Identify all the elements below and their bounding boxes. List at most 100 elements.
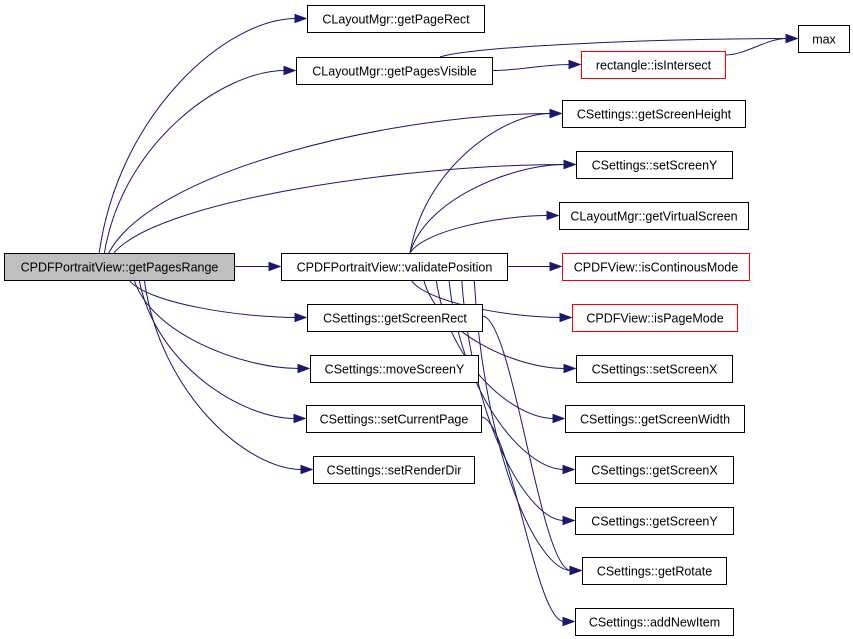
node-label: CSettings::setScreenY [592,159,718,173]
call-nodes: CPDFPortraitView::getPagesRange CLayoutMg… [4,5,850,636]
node-label: CSettings::getScreenRect [323,312,467,326]
call-edge-root-to-getScreenHeight [108,113,552,254]
call-edges [98,13,799,627]
node-label: CSettings::getScreenWidth [580,413,730,427]
arrowhead-icon [559,312,573,323]
node-getScreenX[interactable]: CSettings::getScreenX [575,456,734,484]
call-edge-getScreenRect-to-getRotate [481,315,572,571]
call-edge-root-to-getPageRect [98,18,297,254]
call-edge-isIntersect-to-max [724,38,788,56]
node-label: CPDFView::isPageMode [586,312,723,326]
node-box [798,25,850,53]
node-box [313,456,475,484]
call-edge-root-to-setScreenY [113,164,566,254]
arrowhead-icon [549,261,563,272]
node-getScreenRect[interactable]: CSettings::getScreenRect [307,304,483,332]
node-getVirtualScreen[interactable]: CLayoutMgr::getVirtualScreen [559,202,749,230]
node-box [575,507,734,535]
node-root: CPDFPortraitView::getPagesRange [4,253,235,281]
arrowhead-icon [552,413,566,424]
node-addNewItem[interactable]: CSettings::addNewItem [575,608,734,636]
arrowhead-icon [562,616,576,627]
call-edge-validatePosition-to-getVirtualScreen [409,215,549,254]
call-edge-root-to-getPagesVisible [103,70,286,254]
node-box [296,57,493,85]
node-getPagesVisible[interactable]: CLayoutMgr::getPagesVisible [296,57,493,85]
arrowhead-icon [562,464,576,475]
node-label: CPDFView::isContinousMode [574,261,738,275]
arrowhead-icon [563,363,577,374]
node-label: CSettings::getRotate [597,565,712,579]
node-box [576,355,733,383]
node-setRenderDir[interactable]: CSettings::setRenderDir [313,456,475,484]
arrowhead-icon [568,59,582,70]
node-isIntersect[interactable]: rectangle::isIntersect [581,51,726,79]
call-edge-validatePosition-to-getRotate [473,279,572,571]
arrowhead-icon [300,464,314,475]
arrowhead-icon [546,210,560,221]
node-box [575,608,734,636]
node-getScreenY[interactable]: CSettings::getScreenY [575,507,734,535]
node-max[interactable]: max [798,25,850,53]
node-isContinousMode[interactable]: CPDFView::isContinousMode [562,253,750,281]
node-label: CSettings::setRenderDir [327,464,462,478]
call-edge-setCurrentPage-to-addNewItem [480,416,565,622]
node-isPageMode[interactable]: CPDFView::isPageMode [572,304,738,332]
node-label: CPDFPortraitView::getPagesRange [21,261,219,275]
node-label: rectangle::isIntersect [596,59,712,73]
node-box [576,151,733,179]
node-setScreenX[interactable]: CSettings::setScreenX [576,355,733,383]
node-getScreenHeight[interactable]: CSettings::getScreenHeight [562,100,746,128]
node-label: CLayoutMgr::getPageRect [322,13,470,27]
node-getScreenWidth[interactable]: CSettings::getScreenWidth [565,405,745,433]
call-edge-validatePosition-to-setScreenX [423,279,566,369]
arrowhead-icon [268,261,282,272]
call-edge-root-to-setCurrentPage [138,279,296,419]
arrowhead-icon [785,33,799,44]
node-label: CSettings::setCurrentPage [320,413,469,427]
arrowhead-icon [294,312,308,323]
node-label: CLayoutMgr::getPagesVisible [312,65,476,79]
node-box [559,202,749,230]
node-box [562,253,750,281]
node-box [307,5,485,33]
call-edge-getPagesVisible-to-isIntersect [491,64,571,71]
node-box [572,304,738,332]
node-label: CSettings::moveScreenY [325,363,465,377]
node-box [575,456,734,484]
call-edge-validatePosition-to-getScreenY [461,279,565,521]
arrowhead-icon [569,565,583,576]
arrowhead-icon [283,65,297,76]
node-label: CSettings::addNewItem [589,616,720,630]
arrowhead-icon [294,13,308,24]
arrowhead-icon [563,159,577,170]
node-box [581,51,726,79]
arrowhead-icon [293,413,307,424]
node-label: CSettings::getScreenHeight [577,108,732,122]
node-getRotate[interactable]: CSettings::getRotate [582,557,727,585]
node-label: max [812,33,836,47]
node-setCurrentPage[interactable]: CSettings::setCurrentPage [306,405,482,433]
call-edge-root-to-moveScreenY [133,279,300,369]
node-getPageRect[interactable]: CLayoutMgr::getPageRect [307,5,485,33]
node-label: CSettings::getScreenX [591,464,718,478]
call-edge-root-to-setRenderDir [143,279,303,470]
node-box [306,405,482,433]
node-box [582,557,727,585]
call-edge-validatePosition-to-getScreenWidth [435,279,555,419]
node-moveScreenY[interactable]: CSettings::moveScreenY [310,355,479,383]
node-label: CLayoutMgr::getVirtualScreen [570,210,737,224]
arrowhead-icon [549,108,563,119]
node-validatePosition[interactable]: CPDFPortraitView::validatePosition [281,253,508,281]
node-box [562,100,746,128]
node-box [4,253,235,281]
node-setScreenY[interactable]: CSettings::setScreenY [576,151,733,179]
node-box [281,253,508,281]
node-label: CSettings::setScreenX [592,363,718,377]
node-label: CSettings::getScreenY [591,515,718,529]
node-box [310,355,479,383]
arrowhead-icon [297,363,311,374]
call-edge-getPagesVisible-to-max [439,38,788,58]
call-edge-root-to-getScreenRect [128,279,297,318]
